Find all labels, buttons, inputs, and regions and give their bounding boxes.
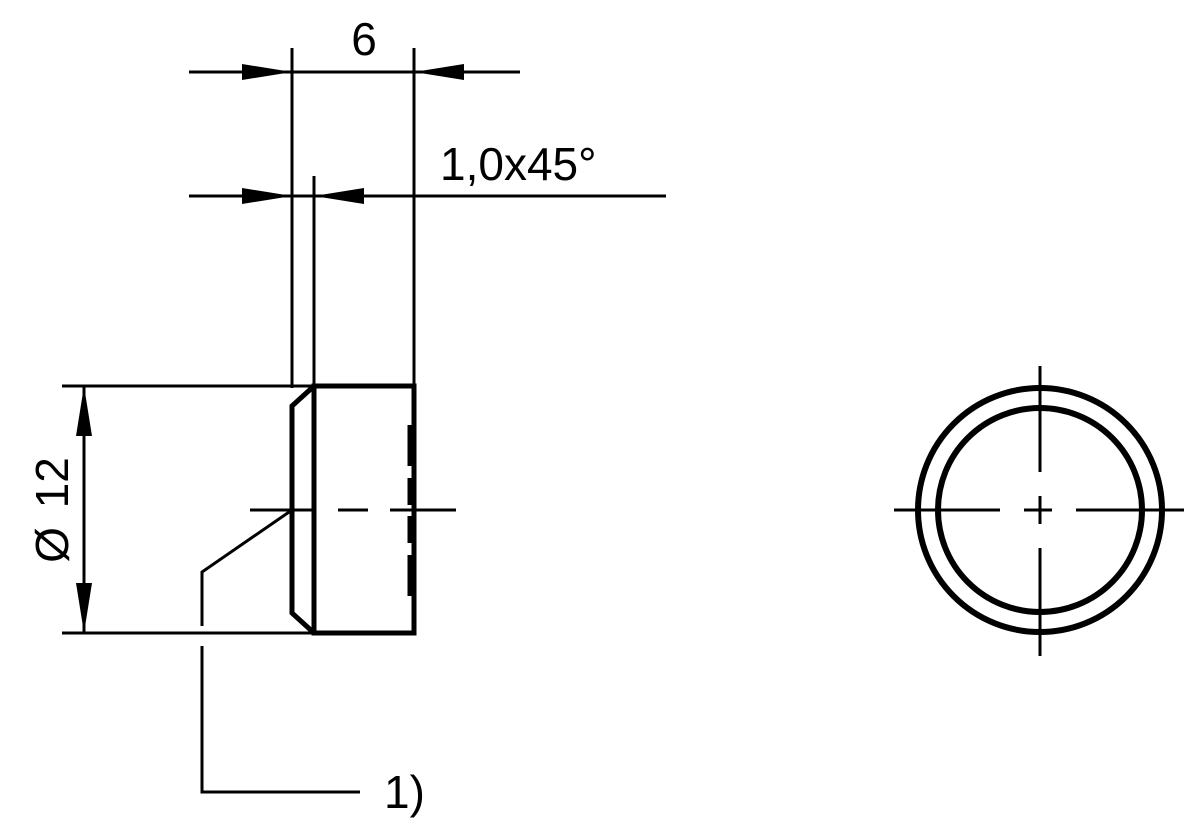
svg-text:Ø 12: Ø 12 — [26, 457, 78, 563]
diameter-value: 12 — [26, 457, 78, 508]
arrow-up-icon — [76, 386, 92, 436]
arrow-down-icon — [76, 583, 92, 633]
chamfer-dimension — [189, 176, 666, 388]
arrow-left-icon — [414, 64, 464, 80]
end-view — [894, 366, 1184, 656]
arrow-right-icon — [242, 64, 292, 80]
length-arrows — [242, 64, 464, 80]
leader-line-upper — [200, 508, 293, 626]
diameter-symbol: Ø — [26, 527, 78, 563]
chamfer-arrows — [242, 188, 364, 204]
length-dimension — [189, 48, 520, 388]
callout-leader — [200, 508, 360, 794]
diameter-label: Ø 12 — [26, 457, 78, 563]
end-view-center-lines — [894, 366, 1184, 656]
leader-line-lower — [200, 646, 360, 794]
length-dimension-label: 6 — [351, 13, 377, 65]
arrow-right-icon — [242, 188, 292, 204]
arrow-left-icon — [314, 188, 364, 204]
callout-label: 1) — [384, 766, 425, 818]
chamfer-dimension-label: 1,0x45° — [440, 138, 597, 190]
diameter-arrows — [76, 386, 92, 633]
side-view — [250, 383, 456, 636]
